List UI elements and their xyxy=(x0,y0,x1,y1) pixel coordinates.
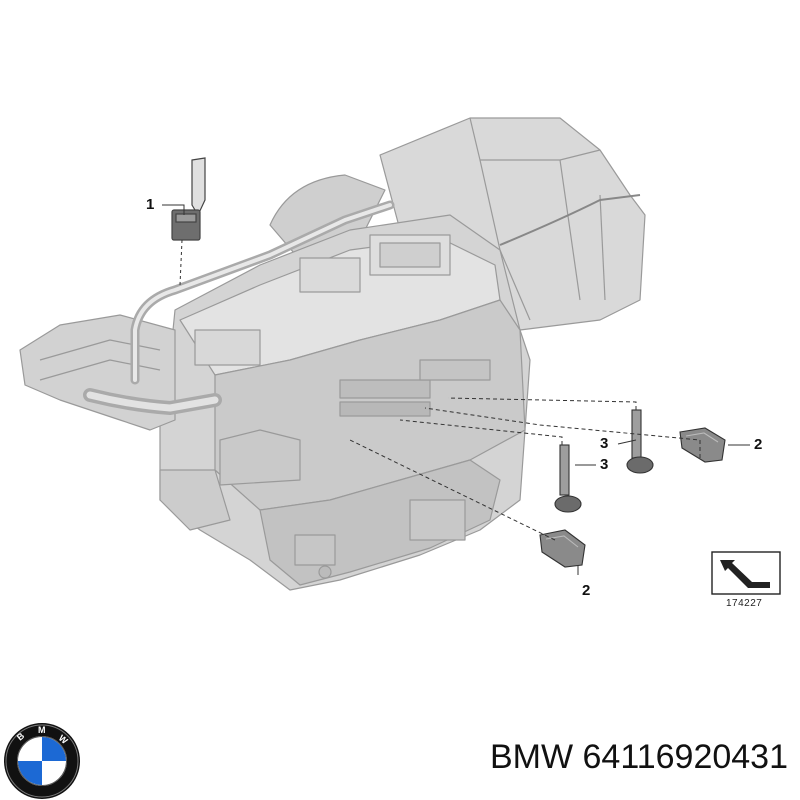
direction-arrow-icon xyxy=(711,551,781,595)
bmw-roundel-icon: B M W xyxy=(4,723,80,799)
callout-part-3-upper: 3 xyxy=(600,435,609,452)
part-2-plug-right xyxy=(679,427,726,463)
bowden-cable xyxy=(499,194,641,246)
leader-part-1 xyxy=(162,204,185,215)
callout-part-1: 1 xyxy=(146,196,155,213)
logo-letter-m: M xyxy=(38,725,46,735)
caption-part-number: 64116920431 xyxy=(582,738,788,776)
part-caption: BMW 64116920431 xyxy=(402,738,788,777)
part-3-sensor-lower xyxy=(554,444,582,513)
callout-part-3-lower: 3 xyxy=(600,456,609,473)
callout-part-2-right: 2 xyxy=(754,436,763,453)
caption-brand: BMW xyxy=(489,738,574,776)
logo-letter-b: B xyxy=(15,730,27,742)
leader-part-3-upper xyxy=(617,439,637,445)
leader-lines xyxy=(162,204,750,575)
hvac-housing xyxy=(19,117,646,591)
callout-part-2-lower: 2 xyxy=(582,582,591,599)
part-1-actuator xyxy=(171,157,206,241)
part-2-plug-lower xyxy=(539,529,586,568)
reference-number: 174227 xyxy=(726,598,763,609)
